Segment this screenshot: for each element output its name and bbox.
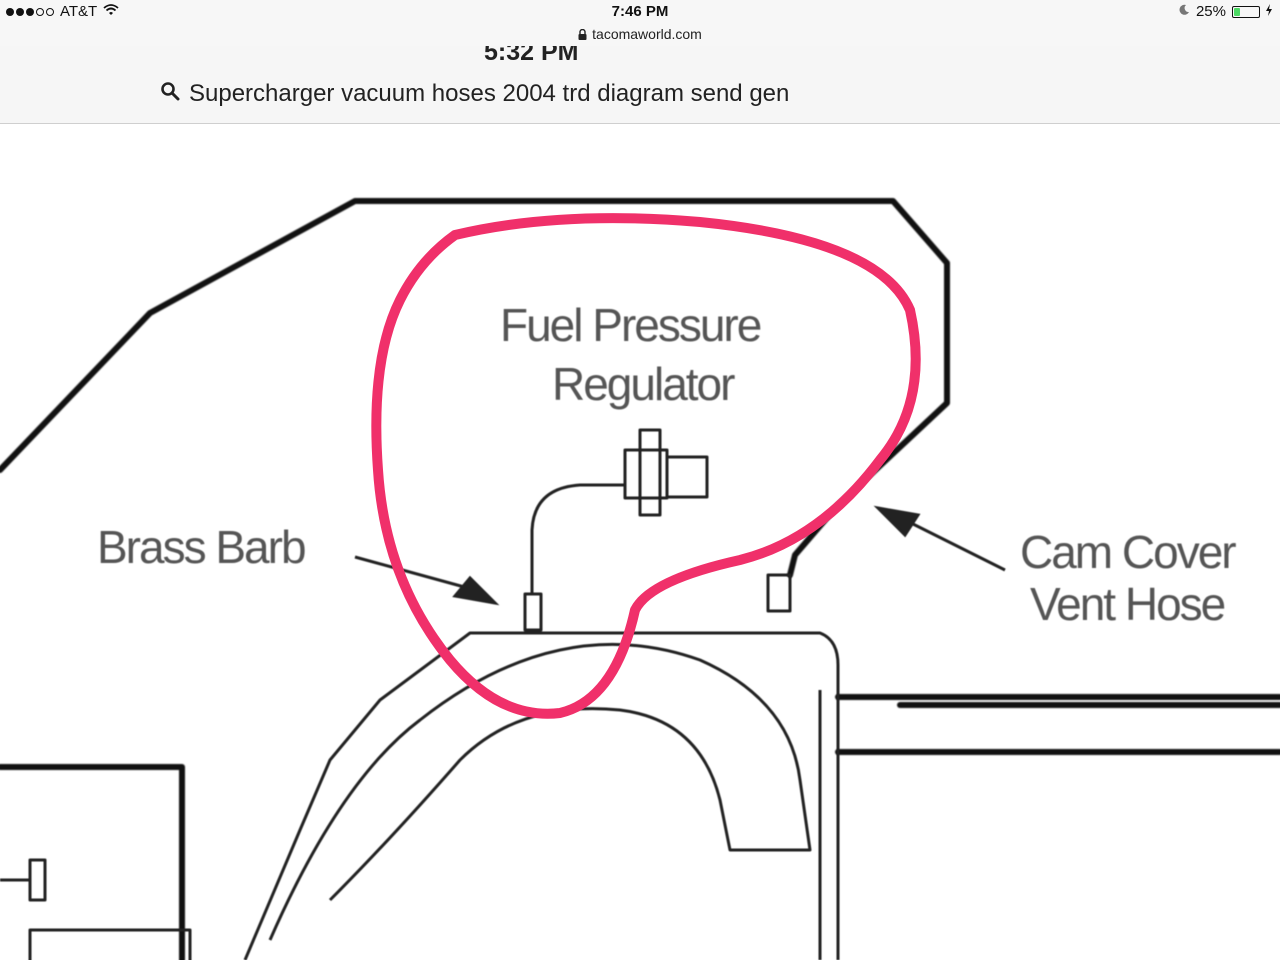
charging-bolt-icon — [1266, 3, 1272, 20]
label-fuel-pressure: Fuel Pressure — [500, 299, 762, 351]
screenshot-header: 5:32 PM Supercharger vacuum hoses 2004 t… — [0, 46, 1280, 124]
plenum-inner-curve — [268, 642, 812, 941]
signal-strength-icon — [6, 7, 54, 16]
battery-icon — [1232, 5, 1260, 18]
brass-barb-fitting — [523, 592, 543, 632]
search-icon — [160, 80, 180, 108]
label-cam-cover: Cam Cover — [1020, 526, 1237, 578]
cam-cover-vent-fitting — [766, 573, 792, 613]
label-regulator: Regulator — [552, 358, 735, 410]
plenum-body — [243, 631, 840, 960]
intake-outline — [0, 198, 950, 578]
previous-screenshot-time: 5:32 PM — [484, 46, 579, 66]
search-query-text: Supercharger vacuum hoses 2004 trd diagr… — [189, 80, 790, 107]
regulator-hose — [530, 483, 625, 594]
regulator-port — [665, 455, 709, 499]
carrier-name: AT&T — [60, 3, 98, 20]
status-bar: AT&T 7:46 PM 25% — [0, 0, 1280, 24]
annotation-circle — [371, 213, 921, 719]
clock: 7:46 PM — [611, 3, 669, 20]
moon-icon — [1178, 3, 1190, 20]
diagram-drawing — [0, 198, 1280, 960]
battery-percent: 25% — [1195, 3, 1226, 20]
wifi-icon — [103, 3, 119, 20]
cam-cover-arrow — [904, 518, 1006, 572]
regulator-flange — [638, 428, 662, 517]
status-right: 25% — [1178, 3, 1272, 20]
lock-icon — [578, 28, 587, 40]
url-bar[interactable]: tacomaworld.com — [0, 24, 1280, 46]
status-left: AT&T — [6, 3, 119, 20]
engine-diagram: Fuel Pressure Regulator Brass Barb Cam C… — [0, 125, 1280, 960]
label-brass-barb: Brass Barb — [97, 521, 307, 573]
box-left — [0, 764, 185, 960]
brass-barb-arrow — [354, 555, 469, 590]
url-domain: tacomaworld.com — [592, 26, 702, 42]
side-fitting-left — [0, 858, 47, 902]
lower-left-box — [28, 928, 192, 960]
label-vent-hose: Vent Hose — [1030, 578, 1226, 630]
search-query-line[interactable]: Supercharger vacuum hoses 2004 trd diagr… — [160, 80, 789, 108]
